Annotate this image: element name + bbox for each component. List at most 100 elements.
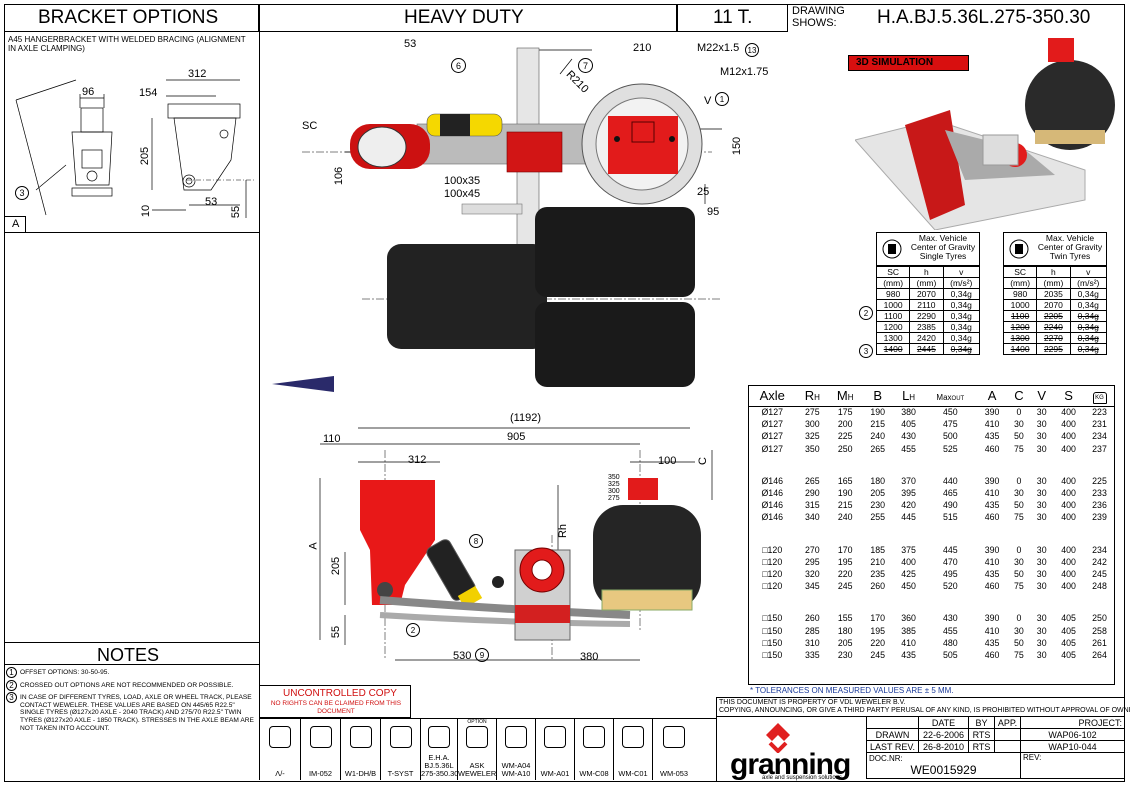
axle-cell: □150 — [762, 637, 783, 648]
axle-cell: 265 — [870, 443, 886, 454]
dim-205-side: 205 — [330, 556, 343, 576]
axle-icon — [505, 726, 527, 748]
dim-25: 25 — [697, 186, 710, 198]
axle-cell: 390 — [984, 544, 1000, 555]
legal-line-1: THIS DOCUMENT IS PROPERTY OF VDL WEWELER… — [719, 699, 906, 706]
icon-cell[interactable]: WM-053 — [652, 718, 695, 780]
dim-205: 205 — [139, 146, 152, 166]
icon-cell[interactable]: W1-DH/B — [340, 718, 380, 780]
dim-100x45: 100x45 — [444, 188, 481, 200]
axle-cell: 435 — [901, 649, 916, 660]
icon-label: ASK WEWELER — [458, 761, 497, 778]
bracket-detail-drawing — [15, 79, 256, 218]
axle-cell: 215 — [870, 419, 886, 430]
axle-cell: 245 — [870, 649, 886, 660]
icon-cell[interactable]: Λ/- — [259, 718, 300, 780]
wrench-icon — [309, 726, 332, 748]
icon-label: Λ/- — [275, 769, 285, 778]
axle-cell: 335 — [804, 649, 820, 660]
axle-cell: 75 — [1013, 581, 1024, 592]
icon-cell[interactable]: IM-052 — [300, 718, 340, 780]
axle-cell: 455 — [942, 625, 958, 636]
capacity-value: 11 T. — [713, 7, 753, 28]
cog-mark-3: 3 — [859, 344, 873, 358]
callout-2-side: 2 — [406, 623, 420, 637]
axle-cell: 270 — [804, 544, 820, 555]
logo-wordmark: granning — [730, 748, 851, 781]
axle-cell: 30 — [1013, 419, 1024, 430]
axle-cell: 460 — [984, 512, 1000, 523]
axle-cell: 237 — [1092, 443, 1107, 454]
axle-cell: 345 — [804, 581, 820, 592]
legal-top — [716, 697, 1125, 698]
dim-96: 96 — [82, 86, 95, 98]
icon-cell[interactable]: WM-C08 — [574, 718, 613, 780]
callout-6: 6 — [451, 58, 466, 73]
axle-cell: 210 — [870, 556, 886, 567]
icon-cell[interactable]: E.H.A. BJ.5.36L 275-350.30 — [420, 718, 458, 780]
axle-cell: 233 — [1092, 488, 1107, 499]
icon-band-top — [259, 718, 716, 719]
axle-cell: 0 — [1016, 475, 1022, 486]
axle-cell: 30 — [1036, 568, 1047, 579]
axle-cell: 400 — [1061, 568, 1076, 579]
axle-cell: 400 — [1061, 556, 1076, 567]
axle-cell: 30 — [1013, 556, 1024, 567]
icon-label: WM-A01 — [540, 769, 570, 778]
left-column-divider — [259, 32, 260, 686]
axle-cell: 250 — [1092, 613, 1107, 624]
axle-cell: 430 — [942, 613, 958, 624]
axle-cell: 30 — [1036, 488, 1047, 499]
axle-cell: 242 — [1092, 556, 1107, 567]
axle-cell: 205 — [837, 637, 853, 648]
axle-cell: 400 — [1061, 419, 1076, 430]
axle-cell: Ø127 — [761, 443, 783, 454]
icon-cell[interactable]: WM-A01 — [535, 718, 574, 780]
rh-350: 350 — [608, 474, 620, 481]
axle-cell: 410 — [984, 625, 1000, 636]
dim-210: 210 — [633, 42, 652, 54]
icon-cell[interactable]: T-SYST — [380, 718, 420, 780]
axle-cell: 460 — [984, 649, 1000, 660]
axle-cell: 400 — [1061, 475, 1076, 486]
axle-cell: 390 — [984, 613, 1000, 624]
axle-cell: □120 — [762, 581, 783, 592]
titleblock-divider — [716, 697, 717, 782]
axle-cell: 261 — [1092, 637, 1107, 648]
axle-cell: □150 — [762, 613, 783, 624]
axle-cell: 445 — [901, 512, 916, 523]
icon-label: W1-DH/B — [344, 769, 377, 778]
v-header: V — [1030, 386, 1054, 407]
axle-cell: 405 — [1061, 613, 1076, 624]
dim-530: 530 — [453, 650, 472, 662]
axle-cell: 240 — [870, 431, 886, 442]
axle-cell: 310 — [804, 637, 820, 648]
axle-cell: 30 — [1036, 443, 1047, 454]
dim-c: C — [696, 457, 709, 465]
dim-100x35: 100x35 — [444, 175, 481, 187]
axle-cell: 30 — [1036, 649, 1047, 660]
icon-cell[interactable]: WM-A04 WM-A10 — [496, 718, 535, 780]
axle-cell: 231 — [1092, 419, 1107, 430]
axle-cell: 420 — [901, 500, 916, 511]
title-block: DATE BY APP. PROJECT: DRAWN 22-6-2006 RT… — [866, 716, 1125, 779]
drawing-shows-label: DRAWING SHOWS: — [792, 5, 845, 29]
axle-cell: 525 — [942, 443, 958, 454]
icon-label: WM-C08 — [579, 769, 609, 778]
axle-cell: 50 — [1013, 431, 1024, 442]
dim-110: 110 — [323, 433, 341, 445]
option-icon — [466, 726, 488, 748]
axle-cell: 170 — [837, 544, 853, 555]
icon-cell[interactable]: WM-C01 — [613, 718, 652, 780]
